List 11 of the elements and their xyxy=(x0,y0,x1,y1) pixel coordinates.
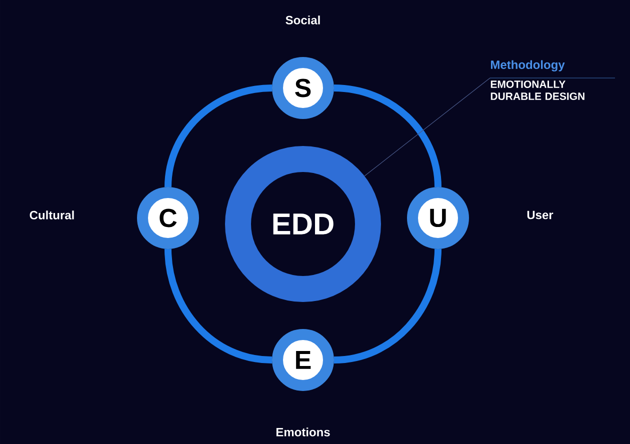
hub-ring: EDD xyxy=(273,214,334,234)
side-label: User xyxy=(527,210,554,220)
side-label: Cultural xyxy=(30,210,74,220)
leader-line xyxy=(364,78,490,176)
side-label: Social xyxy=(286,16,320,24)
ring-arc xyxy=(334,248,442,364)
ring-arc xyxy=(164,84,272,188)
methodology-note: Methodology EMOTIONALLY DURABLE DESIGN xyxy=(490,60,584,100)
ring-arc xyxy=(164,248,272,364)
side-label: Emotions xyxy=(276,428,330,436)
ring-arc xyxy=(334,84,442,188)
